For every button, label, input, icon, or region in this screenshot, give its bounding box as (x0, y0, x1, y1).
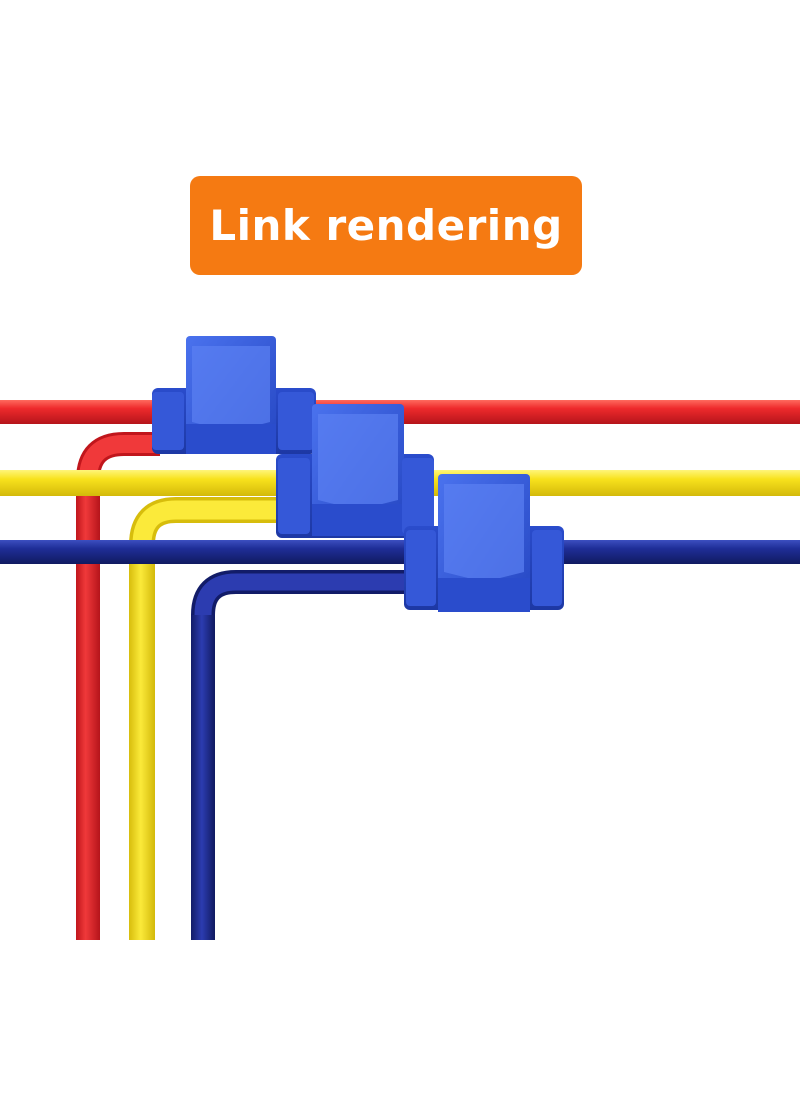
connector-red (152, 336, 316, 454)
title-banner: Link rendering (190, 176, 582, 275)
blue-wire-bent (191, 570, 420, 940)
connector-yellow (276, 404, 434, 538)
yellow-wire-leg (129, 545, 155, 940)
banner-text: Link rendering (209, 201, 563, 250)
connector-blue (404, 474, 564, 612)
blue-wire-horizontal (0, 540, 800, 564)
blue-wire-leg (191, 615, 215, 940)
